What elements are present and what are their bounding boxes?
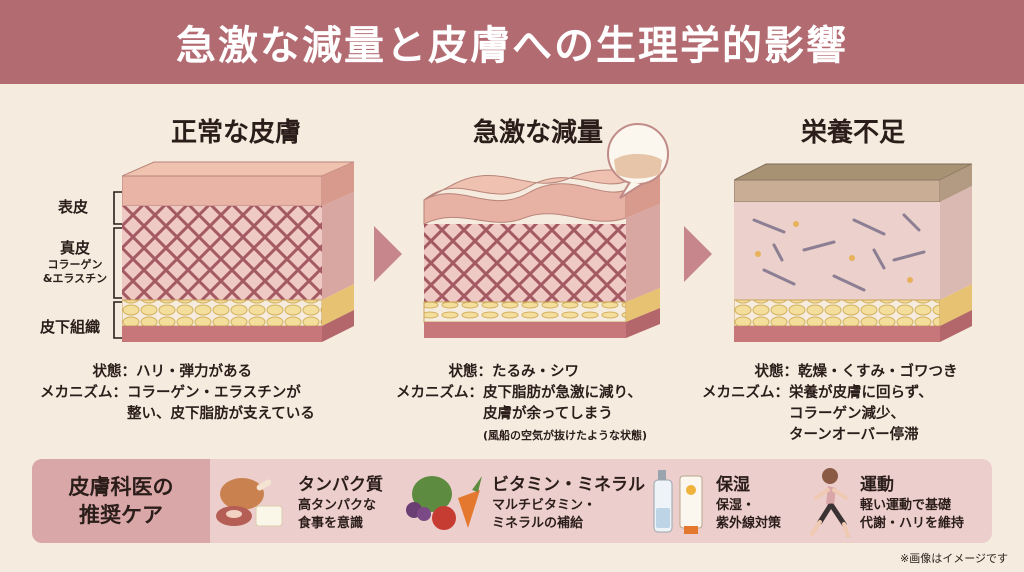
description-normal: 状態：ハリ・弾力がある メカニズム： コラーゲン・エラスチンが整い、皮下脂肪が支… (40, 362, 315, 425)
care-item-text: 保湿・紫外線対策 (716, 497, 781, 533)
care-item-line: 高タンパクな (298, 498, 377, 513)
column-title-normal: 正常な皮膚 (170, 118, 301, 148)
care-item-title: 保湿 (716, 475, 750, 495)
care-item-text: 高タンパクな食事を意識 (298, 497, 376, 533)
runner-icon (810, 468, 850, 538)
mechanism-line: ターンオーバー停滞 (789, 427, 919, 443)
care-item-line: 代謝・ハリを維持 (860, 516, 965, 531)
label-subcutis: 皮下組織 (40, 318, 101, 336)
vegetables-icon (406, 476, 482, 530)
description-malnutrition: 状態：乾燥・くすみ・ゴワつき メカニズム： 栄養が皮膚に回らず、コラーゲン減少、… (702, 362, 958, 446)
layer-brackets (113, 191, 122, 339)
care-item-line: マルチビタミン・ (492, 498, 597, 513)
title-banner: 急激な減量と皮膚への生理学的影響 (0, 0, 1024, 84)
care-item-line: 保湿・ (716, 498, 756, 513)
column-title-malnutrition: 栄養不足 (800, 118, 905, 148)
state-value: たるみ・シワ (492, 364, 579, 380)
care-item-title: 運動 (860, 475, 894, 495)
mechanism-line: コラーゲン減少、 (789, 406, 905, 422)
page-title: 急激な減量と皮膚への生理学的影響 (176, 23, 848, 69)
care-title-line: 皮膚科医の (68, 475, 174, 499)
care-item-line: 軽い運動で基礎 (860, 498, 952, 513)
mechanism-key: メカニズム： (702, 385, 789, 401)
state-value: 乾燥・くすみ・ゴワつき (798, 364, 958, 380)
mechanism-key: メカニズム： (396, 385, 483, 401)
skincare-bottles-icon (653, 470, 703, 534)
care-item-line: ミネラルの補給 (492, 516, 584, 531)
state-key: 状態： (448, 364, 493, 380)
protein-food-icon (216, 478, 283, 527)
mechanism-key: メカニズム： (40, 385, 127, 401)
label-elastin: &エラスチン (42, 272, 108, 285)
mechanism-line: 栄養が皮膚に回らず、 (789, 385, 933, 401)
state-value: ハリ・弾力がある (136, 364, 252, 380)
care-item-line: 食事を意識 (298, 516, 364, 531)
label-dermis: 真皮 コラーゲン &エラスチン (40, 237, 110, 286)
sagging-skin-block (423, 123, 669, 338)
mechanism-line: 皮膚が余ってしまう (483, 406, 613, 422)
state-key: 状態： (754, 364, 799, 380)
care-item-line: 紫外線対策 (716, 516, 782, 531)
normal-skin-block (122, 161, 355, 342)
image-disclaimer: ※画像はイメージです (900, 552, 1008, 565)
care-panel-title: 皮膚科医の 推奨ケア (32, 459, 210, 543)
description-rapid-weight-loss: 状態：たるみ・シワ メカニズム： 皮下脂肪が急激に減り、皮膚が余ってしまう (風船… (396, 362, 648, 446)
dry-skin-block (734, 163, 973, 342)
care-item-text: 軽い運動で基礎代謝・ハリを維持 (860, 497, 964, 533)
mechanism-line: コラーゲン・エラスチンが (127, 385, 301, 401)
care-title-line: 推奨ケア (79, 503, 163, 527)
mechanism-note: (風船の空気が抜けたような状態) (483, 429, 648, 442)
arrow-right-icon (684, 226, 712, 282)
care-item-text: マルチビタミン・ミネラルの補給 (492, 497, 596, 533)
care-item-title: タンパク質 (298, 475, 383, 495)
state-key: 状態： (92, 364, 137, 380)
column-title-rapid-weight-loss: 急激な減量 (472, 118, 603, 148)
mechanism-line: 整い、皮下脂肪が支えている (127, 406, 315, 422)
label-epidermis: 表皮 (58, 198, 89, 216)
care-item-title: ビタミン・ミネラル (492, 475, 645, 495)
mechanism-line: 皮下脂肪が急激に減り、 (483, 385, 642, 401)
label-dermis-text: 真皮 (59, 239, 90, 257)
arrow-right-icon (374, 226, 402, 282)
label-collagen: コラーゲン (47, 258, 103, 271)
